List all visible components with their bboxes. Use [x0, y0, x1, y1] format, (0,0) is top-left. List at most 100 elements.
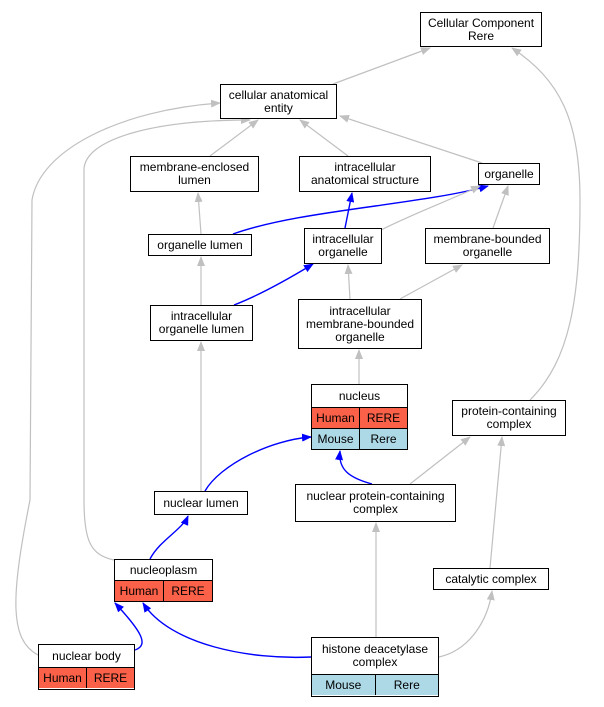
gene-symbol[interactable]: Rere — [374, 675, 439, 695]
edge-nb-nucleoplasm — [114, 602, 143, 651]
gene-symbol[interactable]: RERE — [163, 581, 212, 601]
node-title: catalytic complex — [434, 569, 548, 589]
node-title-line: complex — [486, 417, 532, 431]
species-label[interactable]: Human — [119, 583, 159, 598]
node-title-line: nucleus — [338, 388, 381, 403]
node-title-line: organelle — [335, 329, 385, 344]
node-ol[interactable]: organelle lumen — [148, 234, 252, 256]
node-title-line: organelle — [318, 245, 368, 259]
node-title-line: nuclear protein-containing — [306, 489, 445, 503]
species-row-mouse: Mouse Rere — [312, 428, 407, 449]
node-title-line: membrane-bounded — [305, 316, 415, 331]
node-title: nucleoplasm — [115, 560, 212, 580]
species-row-mouse: Mouse Rere — [312, 674, 438, 695]
node-title: organelle — [479, 164, 539, 184]
edge-nucleoplasm-nl — [149, 515, 189, 560]
edge-iol-io — [233, 263, 314, 306]
node-title: nuclear lumen — [155, 492, 247, 514]
node-title-line: cellular anatomical — [228, 87, 329, 102]
node-title-line: nucleoplasm — [129, 562, 198, 577]
node-title-line: intracellular — [329, 303, 391, 318]
edge-imbo-io — [344, 264, 353, 300]
edge-ol-organelle — [232, 184, 489, 235]
node-title: organelle lumen — [149, 235, 251, 255]
node-title-line: entity — [264, 100, 293, 115]
node-title-line: catalytic complex — [445, 571, 537, 586]
node-title-line: anatomical structure — [310, 173, 420, 187]
species-row-human: Human RERE — [39, 667, 134, 688]
node-title-line: lumen — [178, 173, 211, 187]
species-label[interactable]: Human — [316, 410, 355, 425]
node-title-line: intracellular — [334, 160, 396, 174]
edge-npcc-pcc — [409, 436, 471, 485]
node-cc[interactable]: catalytic complex — [433, 568, 549, 590]
node-title-line: intracellular — [170, 309, 233, 323]
edge-hdc-cc — [438, 590, 495, 658]
edge-organelle-cae — [339, 115, 483, 164]
node-title-line: nuclear body — [52, 648, 121, 663]
edge-ol-mel — [194, 192, 203, 235]
node-title-line: organelle lumen — [157, 237, 243, 252]
species-label[interactable]: Mouse — [317, 431, 354, 446]
node-title-line: organelle — [484, 166, 534, 181]
node-title-line: Cellular Component — [427, 15, 535, 30]
node-title-line: protein-containing — [461, 404, 557, 418]
node-nl[interactable]: nuclear lumen — [154, 491, 248, 515]
node-title-line: histone deacetylase — [321, 642, 429, 656]
node-title-line: membrane-enclosed — [139, 160, 250, 174]
species-row-human: Human RERE — [115, 580, 212, 601]
node-title-line: membrane-bounded — [433, 232, 542, 246]
edge-mbo-organelle — [492, 185, 509, 229]
edge-cae-ccrere — [332, 47, 431, 85]
node-title-line: organelle — [462, 245, 513, 259]
gene-symbol[interactable]: RERE — [86, 668, 134, 688]
node-title: nucleus — [312, 385, 407, 407]
node-organelle[interactable]: organelle — [478, 163, 540, 185]
edge-mel-cae — [209, 119, 259, 157]
gene-symbol[interactable]: RERE — [359, 408, 407, 428]
species-label[interactable]: Human — [43, 670, 82, 685]
edge-pcc-ccrere — [511, 47, 581, 401]
edge-io-organelle — [380, 185, 481, 231]
node-title-line: intracellular — [312, 232, 374, 246]
edge-nb-cae — [15, 99, 221, 656]
gene-symbol[interactable]: Rere — [359, 429, 407, 449]
species-label[interactable]: Mouse — [325, 677, 362, 692]
edge-nl-nucleus — [204, 433, 312, 492]
node-title-line: nuclear lumen — [163, 495, 239, 510]
edge-hdc-nucleoplasm — [142, 602, 312, 659]
node-title-line: Rere — [467, 28, 494, 43]
node-title-line: complex — [352, 655, 398, 669]
node-title: nuclear body — [39, 645, 134, 667]
node-title-line: complex — [353, 502, 398, 516]
edge-nucleoplasm-cae — [83, 116, 251, 561]
species-row-human: Human RERE — [312, 407, 407, 428]
edge-imbo-mbo — [399, 264, 463, 300]
edge-cc-pcc — [489, 436, 506, 569]
